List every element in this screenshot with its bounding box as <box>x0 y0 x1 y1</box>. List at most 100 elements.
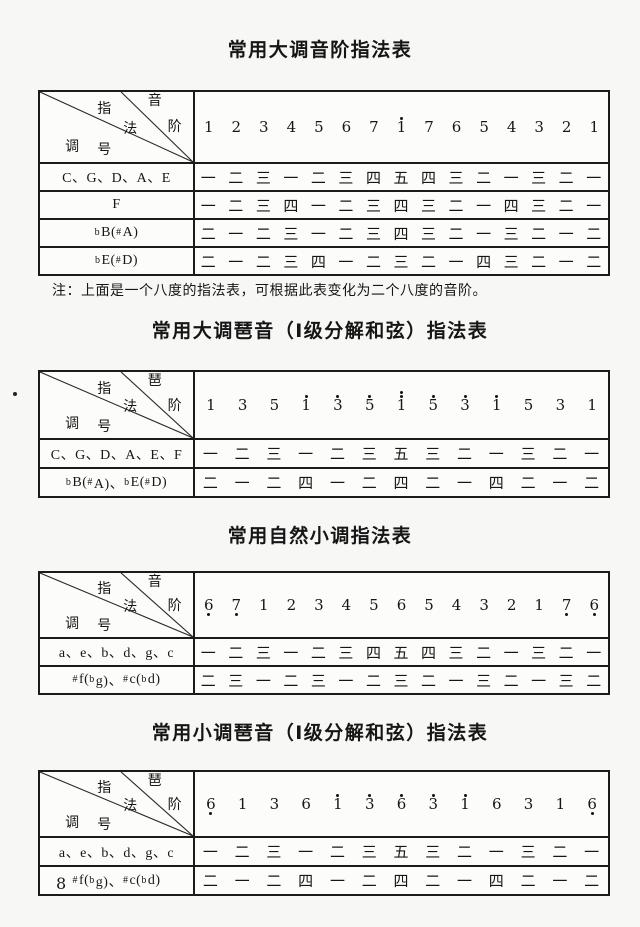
corner-label-finger-1: 指 <box>97 381 112 397</box>
fingering-cell: 一 <box>448 673 465 690</box>
scale-degree-cell: 5 <box>470 92 498 162</box>
fingering-cell: 三 <box>476 673 493 690</box>
key-signature-text: B( <box>101 225 117 240</box>
ink-speck <box>13 392 17 396</box>
scale-degree-cell: 3 <box>525 92 553 162</box>
octave-dots-above <box>463 790 467 797</box>
scale-degree-cell: 5 <box>360 573 388 637</box>
octave-dot <box>463 394 467 398</box>
octave-dot <box>207 612 211 616</box>
octave-dots-above <box>431 391 435 398</box>
degree-number: 6 <box>301 794 311 813</box>
fingering-cell: 二 <box>310 645 327 662</box>
octave-dot <box>399 793 403 797</box>
scale-degree-cell: 1 <box>322 772 354 836</box>
key-signature-text: D) <box>151 474 168 490</box>
fingering-cell: 三 <box>255 198 272 215</box>
degree-number: 1 <box>206 395 216 414</box>
scale-degree-cell: 2 <box>498 573 526 637</box>
corner-label-degree-1: 音 <box>147 574 162 590</box>
degree-number: 2 <box>506 595 517 614</box>
scale-degree-cell: 6 <box>580 573 608 637</box>
degree-number: 1 <box>589 117 599 136</box>
fingering-cell: 一 <box>457 874 474 890</box>
octave-dots-below <box>565 612 569 620</box>
corner-label-finger-1: 指 <box>97 582 112 598</box>
page-number: 8 <box>56 874 67 893</box>
corner-label-key-1: 调 <box>65 417 80 433</box>
scale-degree-cell: 7 <box>415 92 443 162</box>
octave-dots-above <box>431 790 435 797</box>
fingering-cell: 一 <box>228 226 245 243</box>
fingering-cell: 二 <box>200 673 217 690</box>
fingering-cell: 一 <box>488 845 505 861</box>
fingering-cell: 三 <box>255 645 272 662</box>
degree-number: 6 <box>396 794 407 813</box>
accidental-superscript: b <box>124 476 130 488</box>
scale-degree-cell: 3 <box>305 573 333 637</box>
fingering-cell: 一 <box>552 476 569 492</box>
fingering-cell: 二 <box>329 447 346 463</box>
degree-number: 1 <box>237 794 248 813</box>
scale-degree-cell: 2 <box>553 92 581 162</box>
fingering-cell: 一 <box>234 476 251 492</box>
fingering-cell: 四 <box>393 198 410 215</box>
fingering-cell: 三 <box>393 673 410 690</box>
degree-number: 7 <box>369 117 379 136</box>
octave-dots-below <box>234 612 238 620</box>
octave-dots-above <box>399 390 403 398</box>
key-signature-text: d) <box>147 872 161 888</box>
scale-degree-cell: 7 <box>553 573 581 637</box>
fingering-cell: 三 <box>266 845 283 861</box>
fingering-cell: 一 <box>200 198 217 215</box>
scale-degree-cell: 2 <box>223 92 251 162</box>
degree-number: 6 <box>589 595 599 614</box>
fingering-cell: 一 <box>255 673 272 690</box>
fingering-cell: 一 <box>476 226 493 243</box>
degree-number: 2 <box>286 595 297 614</box>
degree-number: 4 <box>341 595 352 614</box>
fingering-cell: 二 <box>421 673 438 690</box>
fingering-cell: 三 <box>425 845 442 861</box>
key-signature-text: g)、 <box>95 874 123 890</box>
corner-label-degree-2: 阶 <box>167 797 182 813</box>
fingering-cell: 五 <box>393 645 410 662</box>
degree-number: 2 <box>231 117 242 136</box>
fingering-cell: 四 <box>365 170 382 187</box>
octave-dot <box>431 394 435 398</box>
degree-number: 5 <box>424 595 434 614</box>
fingering-cell: 二 <box>476 170 493 187</box>
fingering-cell: 一 <box>586 170 603 187</box>
degree-number: 3 <box>314 595 324 614</box>
fingering-cell: 二 <box>558 198 575 215</box>
fingering-cell: 一 <box>457 476 474 492</box>
corner-label-finger-1: 指 <box>97 781 112 797</box>
fingering-cell: 一 <box>298 447 315 463</box>
fingering-cell: 二 <box>476 645 493 662</box>
scale-degree-cell: 7 <box>223 573 251 637</box>
fingering-cell: 二 <box>361 476 378 492</box>
degree-number: 3 <box>534 117 544 136</box>
fingering-cell: 二 <box>586 254 603 271</box>
fingering-cell: 四 <box>488 874 505 890</box>
key-signature-text: a、e、b、d、g、c <box>58 646 175 661</box>
key-signature-text: c( <box>129 672 142 687</box>
accidental-superscript: b <box>141 674 147 685</box>
note-text: 注：上面是一个八度的指法表，可根据此表变化为二个八度的音阶。 <box>52 284 487 299</box>
fingering-cell: 三 <box>255 170 272 187</box>
corner-label-key-1: 调 <box>65 815 80 831</box>
scale-degree-cell: 7 <box>360 92 388 162</box>
degree-number: 6 <box>492 794 502 813</box>
scale-degree-cell: 3 <box>250 92 278 162</box>
fingering-cell: 二 <box>200 226 217 243</box>
key-signature-text: c( <box>129 872 142 888</box>
accidental-superscript: b <box>89 674 95 685</box>
fingering-cell: 二 <box>520 476 537 492</box>
octave-dots-above <box>368 790 372 797</box>
